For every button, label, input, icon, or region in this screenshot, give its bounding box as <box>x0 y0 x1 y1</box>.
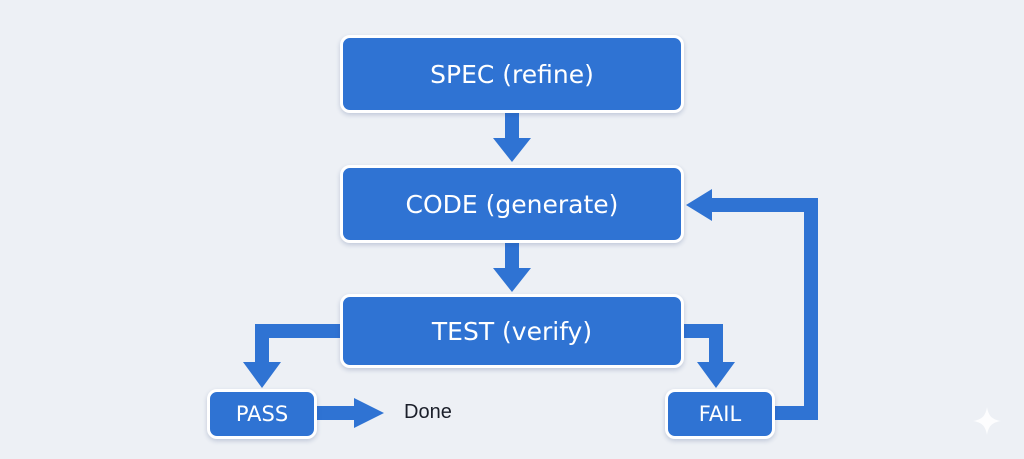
arrow-code-to-test <box>493 240 531 292</box>
arrow-spec-to-code <box>493 110 531 162</box>
done-label: Done <box>404 401 452 423</box>
code-node: CODE (generate) <box>340 165 684 243</box>
spec-node-label: SPEC (refine) <box>430 59 594 89</box>
fail-node: FAIL <box>665 389 775 439</box>
pass-node: PASS <box>207 389 317 439</box>
code-node-label: CODE (generate) <box>405 189 619 219</box>
arrow-pass-to-done <box>316 398 384 428</box>
spec-node: SPEC (refine) <box>340 35 684 113</box>
test-node-label: TEST (verify) <box>431 316 593 346</box>
fail-node-label: FAIL <box>698 402 742 426</box>
pass-node-label: PASS <box>235 402 289 426</box>
arrow-test-to-fail <box>683 324 735 388</box>
sparkle-icon <box>973 407 1001 435</box>
arrow-test-to-pass <box>243 324 343 388</box>
arrow-fail-to-code <box>686 189 818 420</box>
test-node: TEST (verify) <box>340 294 684 368</box>
